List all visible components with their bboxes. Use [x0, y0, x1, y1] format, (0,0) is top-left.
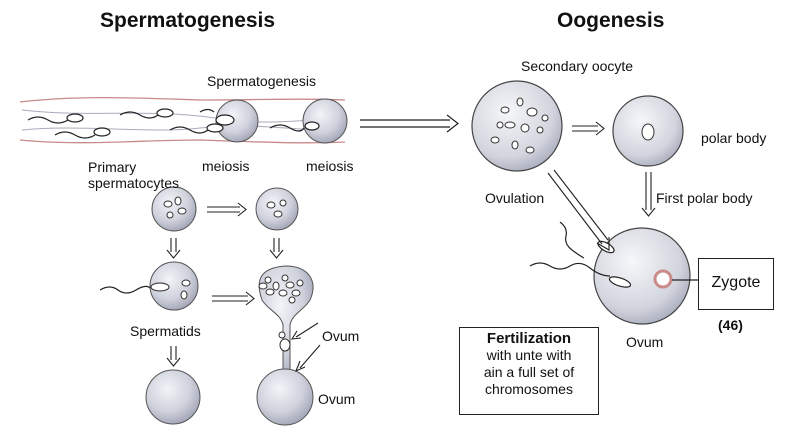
meiosis-label-1: meiosis	[202, 158, 250, 174]
meiosis-label-2: meiosis	[306, 158, 354, 174]
spermatid-final-cell	[145, 369, 201, 425]
fertilization-line2: ain a full set of	[483, 364, 575, 380]
sperm-in-tube	[27, 108, 320, 139]
spermatogenesis-label: Spermatogenesis	[207, 73, 316, 89]
left-arrows	[166, 202, 321, 373]
oogenesis-title: Oogenesis	[557, 9, 665, 32]
seminiferous-tube	[19, 96, 348, 144]
fertilization-box: Fertilization with unte with ain a full …	[459, 327, 599, 415]
right-arrows	[547, 121, 656, 251]
secondary-oocyte-label: Secondary oocyte	[521, 58, 634, 74]
zygote-label: Zygote	[711, 274, 761, 291]
ovum-right-label: Ovum	[626, 334, 664, 350]
fertilization-line1: with unte with	[486, 347, 572, 363]
primary-label-line1: Primary	[88, 159, 137, 175]
primary-label-line2: spermatocytes	[88, 175, 180, 191]
polar-body-cell	[612, 95, 684, 167]
zygote-box: Zygote	[698, 258, 774, 310]
spermatogenesis-title: Spermatogenesis	[100, 9, 276, 32]
spermatids-label: Spermatids	[130, 323, 201, 339]
polar-body-label: polar body	[701, 130, 767, 146]
spermatocyte-cell-2	[255, 187, 299, 231]
sperm-fertilizing	[529, 221, 632, 288]
ovulation-label: Ovulation	[485, 190, 545, 206]
spermatocyte-cell-1	[151, 186, 197, 232]
ovum-chain	[256, 265, 314, 426]
tube-to-oocyte-arrow	[360, 114, 459, 133]
zygote-count: (46)	[718, 317, 743, 333]
fertilization-line3: chromosomes	[485, 381, 573, 397]
ovum-label-2: Ovum	[318, 391, 356, 407]
ovum-label-1: Ovum	[322, 328, 360, 344]
spermatid-cell	[99, 261, 199, 311]
fertilization-title: Fertilization	[486, 330, 572, 347]
ovum-fertilized	[593, 227, 698, 325]
secondary-oocyte	[471, 80, 563, 172]
first-polar-body-label: First polar body	[656, 190, 753, 206]
